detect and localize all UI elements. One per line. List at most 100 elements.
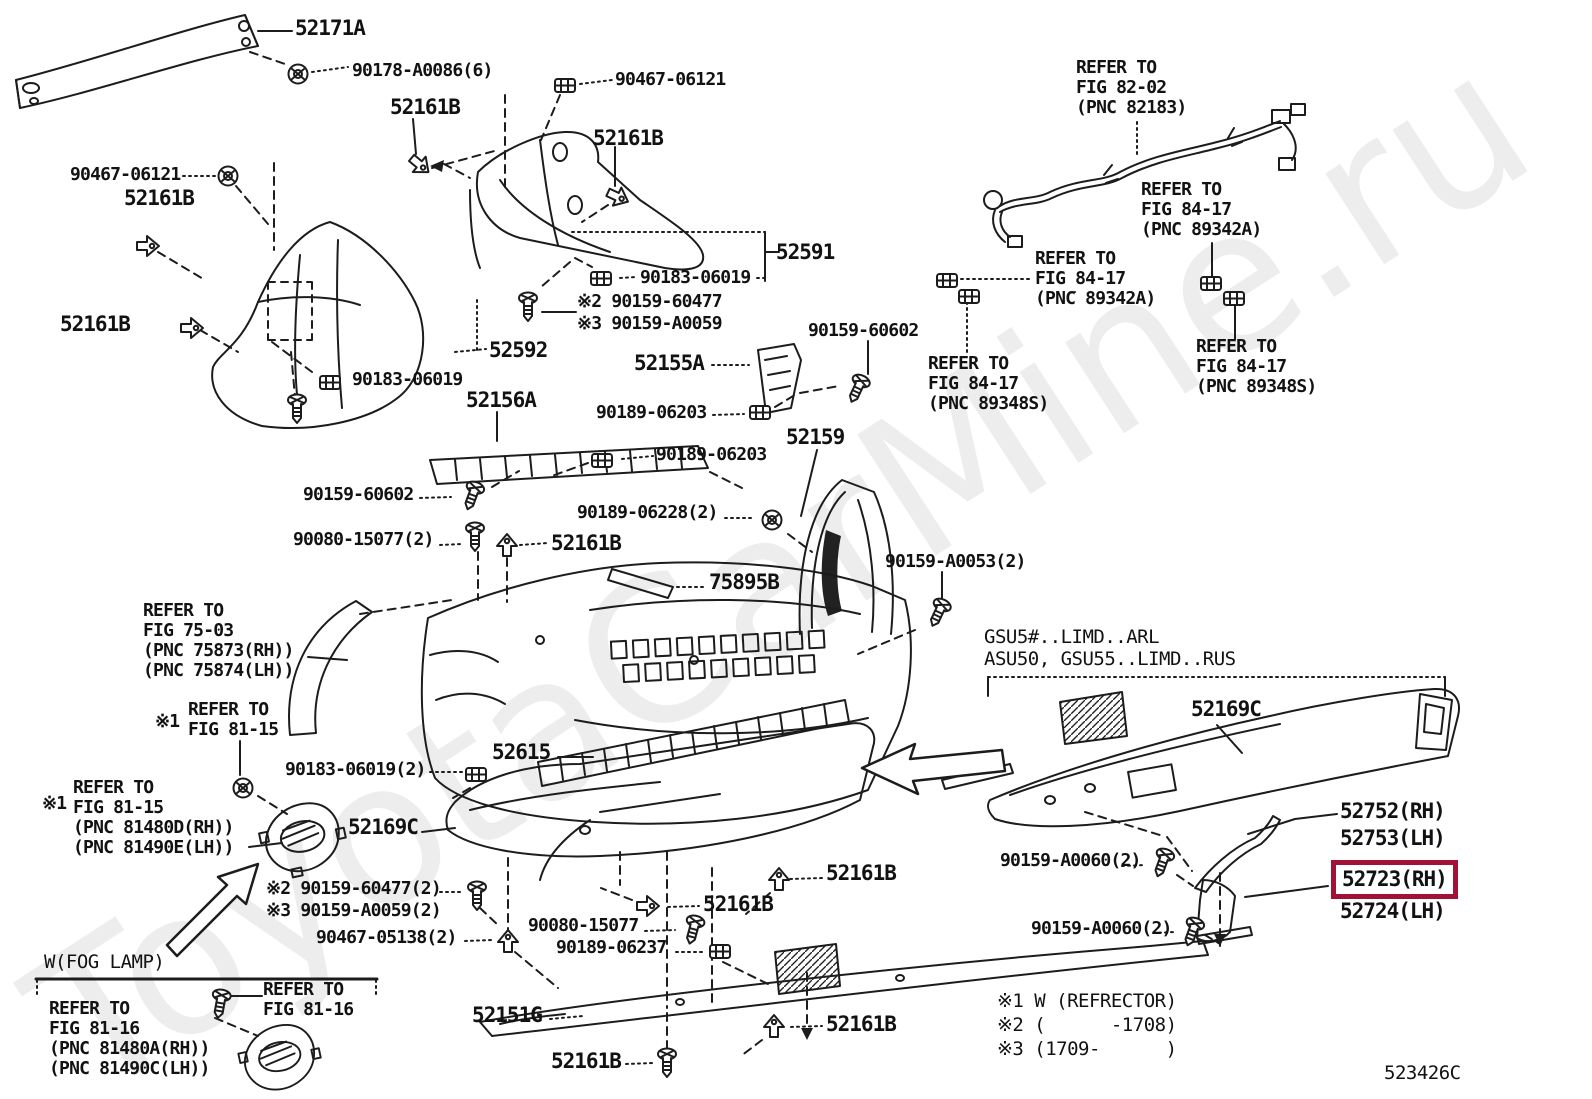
part-label-52591[interactable]: 52591 [776, 240, 835, 264]
ref-fig-81-16-right[interactable]: REFER TO FIG 81-16 [263, 979, 354, 1020]
part-label-52161B-mid[interactable]: 52161B [551, 531, 622, 555]
part-label-52156A[interactable]: 52156A [466, 388, 537, 412]
clip-nut-icon [319, 375, 341, 390]
part-label-90159-A0059-top[interactable]: ※3 90159-A0059 [577, 313, 723, 334]
part-label-52151G[interactable]: 52151G [472, 1003, 543, 1027]
ref-fig-84-17-lower-right[interactable]: REFER TO FIG 84-17 (PNC 89348S) [1196, 336, 1317, 397]
part-label-75895B[interactable]: 75895B [709, 570, 780, 594]
ref-fig-82-02[interactable]: REFER TO FIG 82-02 (PNC 82183) [1076, 57, 1187, 118]
part-label-90467-06121-top[interactable]: 90467-06121 [615, 69, 726, 90]
part-52591-bracket [571, 231, 780, 282]
part-label-52592[interactable]: 52592 [489, 338, 548, 362]
clip-icon [496, 533, 518, 557]
ref-fig-81-15-block[interactable]: REFER TO FIG 81-15 (PNC 81480D(RH)) (PNC… [73, 777, 234, 858]
part-label-52752[interactable]: 52752(RH) [1340, 799, 1446, 823]
part-label-52169C-left[interactable]: 52169C [348, 815, 419, 839]
clip-icon [602, 182, 634, 212]
energy-absorber-drawing [537, 699, 850, 787]
part-label-52161B-b3[interactable]: 52161B [826, 1012, 897, 1036]
part-label-52169C-right[interactable]: 52169C [1191, 697, 1262, 721]
screw-icon [465, 521, 485, 552]
clip-nut-icon [709, 944, 731, 959]
clip-icon [768, 867, 790, 891]
part-label-90159-60477-2[interactable]: ※2 90159-60477(2) [266, 878, 442, 899]
grommet-icon [761, 509, 783, 531]
part-label-90159-60477-top[interactable]: ※2 90159-60477 [577, 291, 723, 312]
leader-lines-solid [222, 30, 1338, 1067]
part-label-90189-06203-upper[interactable]: 90189-06203 [596, 402, 707, 423]
clip-icon [180, 317, 204, 339]
screw-icon [657, 1047, 677, 1078]
part-label-52161B-left-lower[interactable]: 52161B [60, 312, 131, 336]
fog-lamp-group-bracket [34, 977, 379, 999]
leader-lines-dotted [182, 66, 1176, 1065]
ref-fig-84-17-right[interactable]: REFER TO FIG 84-17 (PNC 89342A) [1141, 179, 1262, 240]
fog-bezel-lower-drawing [237, 1024, 322, 1091]
pointer-arrow-fog [165, 862, 260, 958]
clip-nut-icon [465, 767, 487, 782]
screw-icon [458, 478, 487, 514]
wire-harness-drawing [983, 103, 1306, 248]
screw-icon [923, 595, 954, 631]
part-label-52155A[interactable]: 52155A [634, 351, 705, 375]
part-label-52159[interactable]: 52159 [786, 425, 845, 449]
part-label-90467-06121-left[interactable]: 90467-06121 [70, 164, 181, 185]
part-label-52161B-top-right[interactable]: 52161B [593, 126, 664, 150]
part-label-90080-15077-2[interactable]: 90080-15077(2) [293, 529, 434, 550]
screw-icon [207, 987, 233, 1021]
part-label-90183-06019-left[interactable]: 90183-06019 [352, 369, 463, 390]
reinforcement-bar-drawing [15, 14, 259, 109]
part-label-52161B-b2[interactable]: 52161B [703, 892, 774, 916]
clip-icon [136, 235, 160, 257]
part-label-52753[interactable]: 52753(LH) [1340, 826, 1446, 850]
part-label-52161B-b4[interactable]: 52161B [551, 1049, 622, 1073]
part-label-90159-A0053[interactable]: 90159-A0053(2) [885, 551, 1026, 572]
part-label-52615[interactable]: 52615 [492, 740, 551, 764]
lower-strip-drawing [479, 940, 1209, 1037]
legend-ast2: ※2 ( -1708) [997, 1014, 1177, 1036]
part-label-52723-highlighted[interactable]: 52723(RH) [1331, 860, 1458, 899]
clip-icon [497, 929, 519, 953]
part-label-90159-A0059-2[interactable]: ※3 90159-A0059(2) [266, 900, 442, 921]
wheel-arch-moulding-drawing [288, 600, 373, 736]
clip-icon [763, 1014, 785, 1038]
fog-bezel-upper-drawing [258, 802, 347, 879]
part-label-90159-60602-right[interactable]: 90159-60602 [808, 320, 919, 341]
screw-icon [679, 912, 707, 947]
part-label-90189-06228[interactable]: 90189-06228(2) [577, 502, 718, 523]
part-label-52161B-left-upper[interactable]: 52161B [124, 186, 195, 210]
part-label-52724[interactable]: 52724(LH) [1340, 899, 1446, 923]
clip-icon [636, 895, 660, 917]
note-fog-lamp: W(FOG LAMP) [44, 951, 165, 973]
arrow-dash-line [443, 163, 471, 179]
part-label-90159-A0060-b[interactable]: 90159-A0060(2) [1031, 918, 1172, 939]
diagram-code: 523426C [1384, 1062, 1461, 1084]
ref-fig-81-15-top[interactable]: REFER TO FIG 81-15 [188, 699, 279, 740]
grommet-icon [287, 63, 309, 85]
legend-ast3: ※3 (1709- ) [997, 1038, 1177, 1060]
part-label-90189-06203-lower[interactable]: 90189-06203 [656, 444, 767, 465]
part-label-90183-06019-2[interactable]: 90183-06019(2) [285, 759, 426, 780]
ref-fig-84-17-lower-left[interactable]: REFER TO FIG 84-17 (PNC 89348S) [928, 353, 1049, 414]
ref-fig-81-16-block[interactable]: REFER TO FIG 81-16 (PNC 81480A(RH)) (PNC… [49, 998, 210, 1079]
part-label-52171A[interactable]: 52171A [295, 16, 366, 40]
dashed-arrowheads [430, 160, 1226, 1040]
part-label-52161B-b1[interactable]: 52161B [826, 861, 897, 885]
part-label-90159-A0060-a[interactable]: 90159-A0060(2) [1000, 850, 1141, 871]
screw-icon [287, 393, 307, 424]
grommet-icon [232, 777, 254, 799]
ref-fig-84-17-mid[interactable]: REFER TO FIG 84-17 (PNC 89342A) [1035, 248, 1156, 309]
grommet-icon [217, 165, 239, 187]
part-label-90189-06237[interactable]: 90189-06237 [556, 937, 667, 958]
part-label-90178-A0086[interactable]: 90178-A0086(6) [352, 60, 493, 81]
clip-nut-icon [554, 78, 576, 93]
clip-nut-icon [1200, 276, 1222, 291]
part-label-90080-15077[interactable]: 90080-15077 [528, 915, 639, 936]
part-label-90183-06019-top[interactable]: 90183-06019 [640, 267, 751, 288]
part-label-90467-05138[interactable]: 90467-05138(2) [316, 927, 457, 948]
part-label-90159-60602-left[interactable]: 90159-60602 [303, 484, 414, 505]
left-splash-shield-drawing [211, 221, 425, 429]
part-label-52161B-top-center[interactable]: 52161B [390, 95, 461, 119]
ref-fig-75-03[interactable]: REFER TO FIG 75-03 (PNC 75873(RH)) (PNC … [143, 600, 294, 681]
